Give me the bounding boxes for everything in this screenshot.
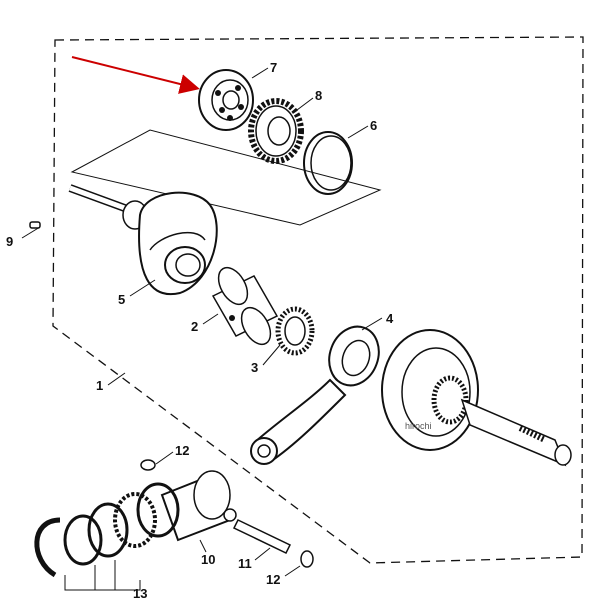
label-part-9: 9	[6, 234, 13, 249]
assembly-boundary-dashed	[52, 36, 584, 564]
label-part-13: 13	[133, 586, 147, 600]
leader-lines	[21, 67, 383, 591]
part-13-clip-rings	[34, 482, 180, 578]
part-12-circlip-top	[140, 459, 156, 471]
part-10-drive-sleeve	[160, 470, 237, 542]
label-part-10: 10	[201, 552, 215, 567]
part-5-crank-half	[68, 184, 218, 296]
watermark-text: hirochi	[405, 421, 432, 431]
label-part-12-bottom: 12	[266, 572, 280, 587]
part-8-gear	[248, 98, 304, 164]
part-2-crank-pin	[211, 266, 279, 346]
crank-half-right	[381, 329, 572, 467]
part-3-needle-bearing	[275, 306, 315, 356]
part-11-pin	[232, 519, 292, 554]
label-part-2: 2	[191, 319, 198, 334]
subassembly-outline	[70, 129, 382, 226]
part-7-bearing	[198, 69, 254, 131]
part-12-circlip-bottom	[300, 550, 314, 568]
red-pointer-arrow	[71, 56, 200, 94]
label-part-5: 5	[118, 292, 125, 307]
label-part-7: 7	[270, 60, 277, 75]
part-9-key	[29, 221, 41, 229]
part-4-connecting-rod	[250, 325, 380, 465]
label-part-12-top: 12	[175, 443, 189, 458]
label-part-6: 6	[370, 118, 377, 133]
label-part-4: 4	[386, 311, 394, 326]
label-part-11: 11	[238, 556, 252, 571]
label-part-1: 1	[96, 378, 103, 393]
part-6-ring	[303, 131, 353, 195]
label-part-8: 8	[315, 88, 322, 103]
label-part-3: 3	[251, 360, 258, 375]
